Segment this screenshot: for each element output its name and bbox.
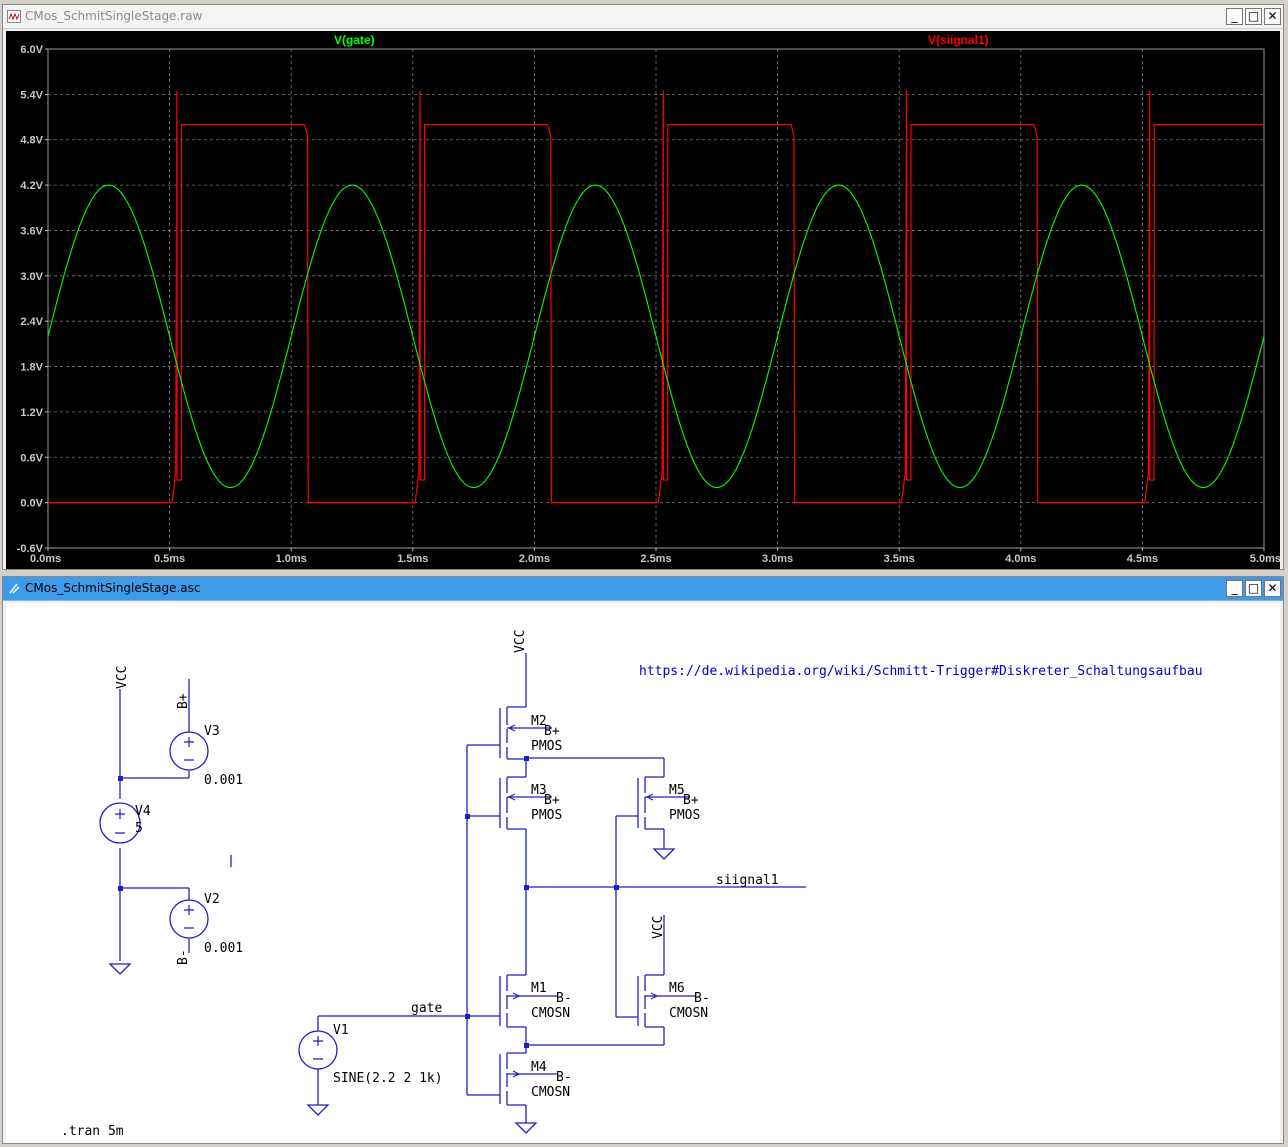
y-tick-label: 1.8V (20, 362, 43, 374)
m4-name: M4 (531, 1060, 547, 1075)
y-tick-label: 5.4V (20, 89, 43, 101)
waveform-plot-area[interactable]: 6.0V 5.4V 4.8V 4.2V 3.6V 3.0V 2.4V 1.8V 1.2V 0.6V… (6, 31, 1281, 569)
y-tick-label: 4.8V (20, 135, 43, 147)
x-tick-label: 0.5ms (154, 553, 185, 565)
m5-model: PMOS (669, 808, 700, 823)
x-tick-label: 2.5ms (640, 553, 671, 565)
v3-name: V3 (204, 724, 220, 739)
maximize-button[interactable]: □ (1245, 8, 1262, 25)
net-label-bminus: B- (176, 949, 191, 965)
close-button[interactable]: ✕ (1264, 580, 1281, 597)
m5-body: B+ (683, 793, 699, 808)
y-tick-label: 3.0V (20, 271, 43, 283)
net-label-siignal1: siignal1 (716, 873, 779, 888)
net-label-vcc-top: VCC (513, 630, 528, 653)
schematic-canvas[interactable]: VCC B+ V3 0.001 V4 5 V2 0.001 B- VCC VCC… (6, 603, 1280, 1143)
m3-body: B+ (544, 793, 560, 808)
m2-name: M2 (531, 714, 547, 729)
legend-gate: V(gate) (334, 33, 375, 47)
m4-body: B- (556, 1070, 572, 1085)
waveform-chart[interactable]: 6.0V 5.4V 4.8V 4.2V 3.6V 3.0V 2.4V 1.8V 1.2V 0.6V… (6, 31, 1281, 569)
series-gate-line (47, 184, 1265, 489)
m1-body: B- (556, 991, 572, 1006)
v2-value: 0.001 (204, 941, 243, 956)
schematic-titlebar[interactable]: CMos_SchmitSingleStage.asc _ □ ✕ (3, 577, 1283, 601)
legend-siignal1: V(siignal1) (928, 33, 989, 47)
schematic-wires (119, 653, 806, 1123)
m4-model: CMOSN (531, 1085, 570, 1100)
schematic-window[interactable]: CMos_SchmitSingleStage.asc _ □ ✕ (2, 576, 1284, 1144)
m2-body: B+ (544, 724, 560, 739)
y-tick-label: 0.6V (20, 452, 43, 464)
v4-value: 5 (135, 821, 143, 836)
v4-name: V4 (135, 804, 151, 819)
waveform-window-title: CMos_SchmitSingleStage.raw (25, 9, 203, 23)
waveform-window[interactable]: CMos_SchmitSingleStage.raw _ □ ✕ 6.0V 5.4… (2, 4, 1284, 570)
maximize-button[interactable]: □ (1245, 580, 1262, 597)
schematic-app-icon (9, 583, 20, 594)
net-label-vcc-left: VCC (115, 666, 130, 689)
x-tick-label: 4.0ms (1005, 553, 1036, 565)
m3-model: PMOS (531, 808, 562, 823)
x-tick-label: 3.5ms (884, 553, 915, 565)
m5-name: M5 (669, 783, 685, 798)
m6-name: M6 (669, 981, 685, 996)
x-tick-label: 4.5ms (1127, 553, 1158, 565)
x-tick-label: 5.0ms (1250, 553, 1280, 565)
net-label-gate: gate (411, 1001, 442, 1016)
ground-symbols (108, 848, 676, 1134)
m6-model: CMOSN (669, 1006, 708, 1021)
v3-value: 0.001 (204, 773, 243, 788)
v1-value: SINE(2.2 2 1k) (333, 1071, 443, 1086)
spice-directive[interactable]: .tran 5m (61, 1124, 124, 1139)
series-siignal1-line (48, 90, 1264, 504)
v2-name: V2 (204, 892, 220, 907)
m1-name: M1 (531, 981, 547, 996)
x-tick-label: 0.0ms (30, 553, 61, 565)
waveform-app-icon (7, 10, 21, 23)
schematic-window-title: CMos_SchmitSingleStage.asc (25, 581, 201, 595)
close-button[interactable]: ✕ (1264, 8, 1281, 25)
v1-name: V1 (333, 1023, 349, 1038)
mosfet-arrows (507, 724, 659, 1078)
net-label-vcc-m6: VCC (651, 916, 666, 939)
schematic-drawing[interactable]: VCC B+ V3 0.001 V4 5 V2 0.001 B- VCC VCC… (6, 603, 1280, 1143)
schematic-junctions (118, 756, 619, 1048)
waveform-titlebar[interactable]: CMos_SchmitSingleStage.raw _ □ ✕ (3, 5, 1283, 29)
m2-model: PMOS (531, 739, 562, 754)
wikipedia-link[interactable]: https://de.wikipedia.org/wiki/Schmitt-Tr… (639, 664, 1203, 679)
minimize-button[interactable]: _ (1226, 8, 1243, 25)
m6-body: B- (694, 991, 710, 1006)
x-tick-label: 1.5ms (397, 553, 428, 565)
x-tick-label: 1.0ms (276, 553, 307, 565)
y-tick-label: 4.2V (20, 180, 43, 192)
minimize-button[interactable]: _ (1226, 580, 1243, 597)
source-polarity-marks (115, 737, 323, 1060)
voltage-sources (99, 731, 338, 1070)
x-tick-label: 2.0ms (519, 553, 550, 565)
net-label-bplus: B+ (176, 693, 191, 709)
y-tick-label: 1.2V (20, 407, 43, 419)
y-tick-label: 6.0V (20, 44, 43, 56)
x-tick-label: 3.0ms (762, 553, 793, 565)
y-tick-label: 0.0V (20, 498, 43, 510)
m1-model: CMOSN (531, 1006, 570, 1021)
m3-name: M3 (531, 783, 547, 798)
y-tick-label: -0.6V (17, 543, 44, 555)
y-tick-label: 3.6V (20, 225, 43, 237)
y-tick-label: 2.4V (20, 316, 43, 328)
